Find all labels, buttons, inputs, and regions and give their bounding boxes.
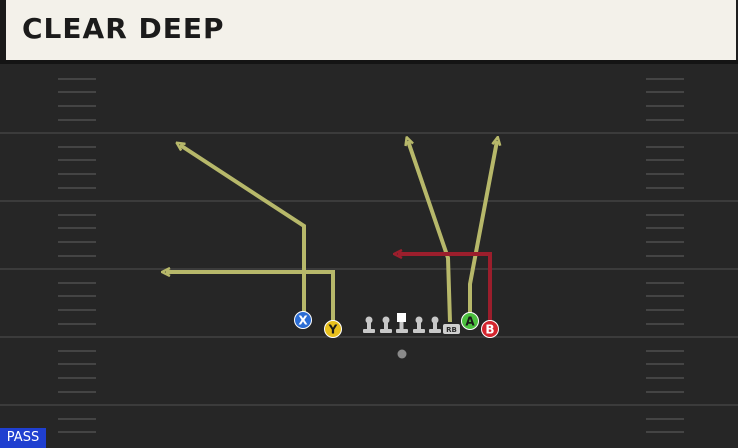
receiver-y-label: Y: [328, 323, 338, 337]
receiver-a-label: A: [465, 315, 475, 329]
a-button-icon: [461, 312, 479, 330]
b-button-icon: [481, 320, 499, 338]
rb-label: RB: [446, 326, 457, 334]
yard-lines: [0, 132, 738, 406]
play-title: CLEAR DEEP: [22, 12, 225, 45]
receiver-b: B: [481, 320, 499, 338]
lineman-icon: [380, 316, 392, 333]
center-icon: [396, 313, 408, 333]
x-button-icon: [294, 311, 312, 329]
route-y-out: [166, 272, 335, 326]
play-type-badge: PASS: [0, 428, 46, 448]
receiver-b-label: B: [485, 323, 494, 337]
lineman-icon: [363, 316, 375, 333]
route-x-post-corner: [180, 145, 306, 318]
play-title-bar: CLEAR DEEP: [0, 0, 736, 60]
receiver-x-label: X: [298, 314, 308, 328]
receiver-y: Y: [324, 320, 342, 338]
route-rb-wheel: [408, 141, 452, 323]
rb-badge: RB: [443, 324, 460, 334]
title-divider: [0, 60, 738, 64]
receiver-a: A: [461, 312, 479, 330]
quarterback-marker: [397, 349, 407, 359]
lineman-icon: [429, 316, 441, 333]
hash-marks-right: [646, 78, 684, 433]
y-button-icon: [324, 320, 342, 338]
receiver-x: X: [294, 311, 312, 329]
lineman-icon: [413, 316, 425, 333]
offensive-line: [363, 313, 441, 333]
route-b-in: [398, 254, 492, 326]
hash-marks-left: [58, 78, 96, 433]
route-a-go: [468, 141, 497, 319]
field-surface: [0, 60, 738, 448]
